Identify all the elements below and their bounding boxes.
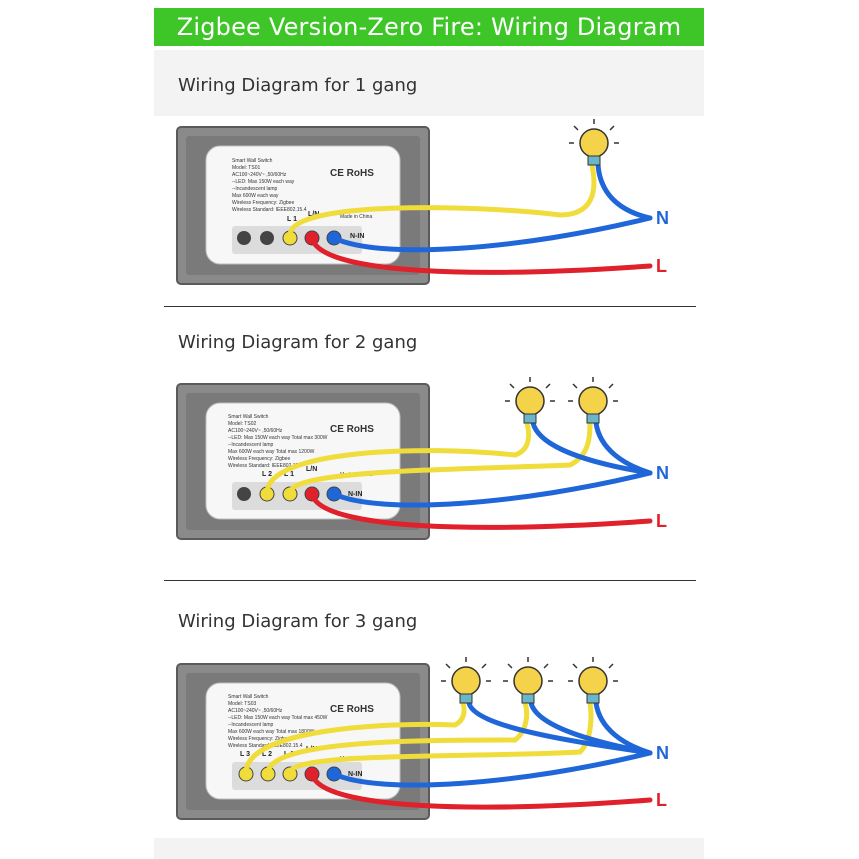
device-load-led: --LED: Max 150W each way Total max 450W: [228, 715, 328, 721]
live-label: L: [656, 256, 667, 276]
wiring-diagram-2-gang: Smart Wall Switch Model: TS02 AC100~240V…: [176, 377, 669, 540]
terminal-label-l2: L 2: [262, 751, 272, 758]
device-load-incandescent: --Incandescent lamp: [228, 442, 274, 448]
device-load-led: --LED: Max 150W each way: [232, 179, 295, 185]
live-label: L: [656, 790, 667, 810]
device-load-incandescent: --Incandescent lamp: [232, 186, 278, 192]
device-voltage: AC100~240V~ ,50/60Hz: [228, 708, 283, 714]
made-in: Made in China: [340, 214, 372, 220]
cert-mark: CE RoHS: [330, 704, 374, 715]
terminal-label-ln: L/N: [306, 466, 317, 473]
device-name: Smart Wall Switch: [232, 158, 273, 164]
bottom-band: [154, 838, 704, 859]
cert-mark: CE RoHS: [330, 424, 374, 435]
page-title: Zigbee Version-Zero Fire: Wiring Diagram: [154, 8, 704, 46]
device-model: Model: TS03: [228, 701, 256, 707]
device-load-incandescent: --Incandescent lamp: [228, 722, 274, 728]
device-frequency: Wireless Frequency: Zigbee: [228, 456, 290, 462]
device-load-max: Max 600W each way: [232, 193, 279, 199]
wires: [287, 162, 653, 275]
section-divider-2: [164, 580, 696, 581]
terminal-labels: L 1 L/N N-IN: [287, 211, 364, 240]
terminal-label-l2: L 2: [262, 471, 272, 478]
terminal-label-l1: L 1: [287, 216, 297, 223]
device-load-max: Max 600W each way Total max 1800W: [228, 729, 315, 735]
neutral-label: N: [656, 208, 669, 228]
device-label: Smart Wall Switch Model: TS01 AC100~240V…: [232, 158, 374, 220]
cert-mark: CE RoHS: [330, 168, 374, 179]
section-3-title: Wiring Diagram for 3 gang: [178, 611, 418, 632]
device-standard: Wireless Standard: IEEE802.15.4: [228, 463, 303, 469]
wiring-diagram-3-gang: Smart Wall Switch Model: TS03 AC100~240V…: [176, 657, 669, 820]
switch-plate: [176, 126, 430, 285]
live-label: L: [656, 511, 667, 531]
device-label: Smart Wall Switch Model: TS02 AC100~240V…: [228, 414, 374, 478]
device-load-max: Max 600W each way Total max 1200W: [228, 449, 315, 455]
bulb-icon-3: [568, 657, 618, 704]
neutral-label: N: [656, 463, 669, 483]
wiring-diagram-1-gang: Smart Wall Switch Model: TS01 AC100~240V…: [176, 119, 669, 285]
wires: [264, 420, 653, 530]
section-1-title: Wiring Diagram for 1 gang: [178, 75, 418, 96]
device-model: Model: TS02: [228, 421, 256, 427]
section-1-title-band: [154, 50, 704, 116]
device-frequency: Wireless Frequency: Zigbee: [228, 736, 290, 742]
bulb-icon-1: [441, 657, 491, 704]
wires: [243, 700, 653, 810]
device-standard: Wireless Standard: IEEE802.15.4: [232, 207, 307, 213]
device-name: Smart Wall Switch: [228, 694, 269, 700]
terminal-label-n-in: N-IN: [348, 491, 362, 498]
device-model: Model: TS01: [232, 165, 260, 171]
device-load-led: --LED: Max 150W each way Total max 300W: [228, 435, 328, 441]
device-frequency: Wireless Frequency: Zigbee: [232, 200, 294, 206]
terminal-label-l1: L 1: [284, 471, 294, 478]
device-voltage: AC100~240V~ ,50/60Hz: [232, 172, 287, 178]
bulb-icon: [569, 119, 619, 166]
bulb-icon-2: [568, 377, 618, 424]
neutral-label: N: [656, 743, 669, 763]
bulb-icon-2: [503, 657, 553, 704]
section-divider-1: [164, 306, 696, 307]
device-name: Smart Wall Switch: [228, 414, 269, 420]
terminal-label-n-in: N-IN: [350, 233, 364, 240]
terminal-label-n-in: N-IN: [348, 771, 362, 778]
bulb-icon-1: [505, 377, 555, 424]
section-2-title: Wiring Diagram for 2 gang: [178, 332, 418, 353]
terminal-labels: L 2 L 1 L/N N-IN: [262, 466, 362, 498]
terminal-label-ln: L/N: [308, 211, 319, 218]
terminal-label-l3: L 3: [240, 751, 250, 758]
device-voltage: AC100~240V~ ,50/60Hz: [228, 428, 283, 434]
